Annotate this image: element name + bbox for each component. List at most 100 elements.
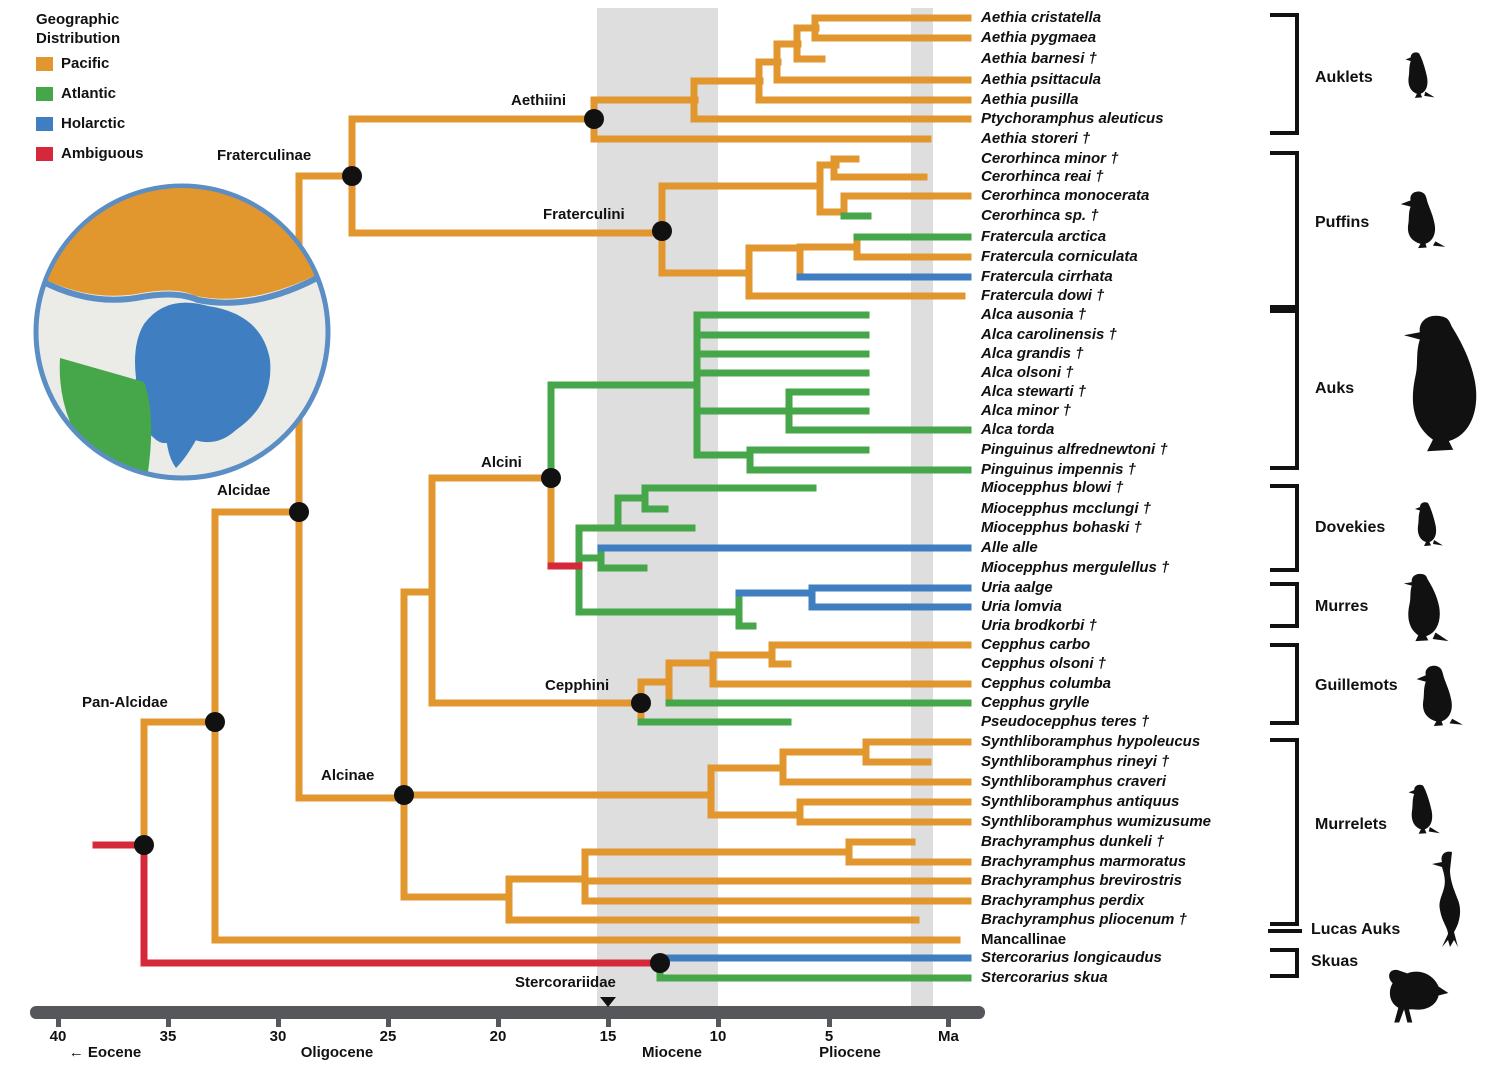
axis-tick-label-25: 25 xyxy=(379,1028,397,1045)
atlantic-swatch-icon xyxy=(36,86,53,101)
axis-tick-label-15: 15 xyxy=(599,1028,617,1045)
legend-title-line2: Distribution xyxy=(36,30,121,47)
species-label: Fratercula arctica xyxy=(981,228,1107,245)
species-label: Uria aalge xyxy=(981,579,1053,596)
species-label: Stercorarius longicaudus xyxy=(981,949,1162,966)
group-brackets xyxy=(1268,13,1302,978)
species-label: Synthliboramphus wumizusume xyxy=(981,813,1212,830)
legend-title-line1: Geographic xyxy=(36,11,120,28)
clade-label-cepphini: Cepphini xyxy=(545,677,610,694)
murrelet-silhouette-icon xyxy=(1408,784,1440,834)
node-alcidae xyxy=(289,502,309,522)
time-axis xyxy=(30,997,985,1027)
legend-item-atlantic: Atlantic xyxy=(36,85,144,102)
species-label: Ptychoramphus aleuticus xyxy=(981,110,1164,127)
globe-arctic-region xyxy=(134,302,271,444)
species-label: Alca carolinensis † xyxy=(981,326,1117,343)
legend-item-label: Ambiguous xyxy=(61,145,144,162)
axis-tick-label-5: 5 xyxy=(824,1028,834,1045)
group-label-dovekies: Dovekies xyxy=(1315,519,1386,536)
axis-marker-triangle xyxy=(600,997,616,1007)
species-label: Uria brodkorbi † xyxy=(981,617,1097,634)
species-label: Alca grandis † xyxy=(981,345,1084,362)
legend-item-label: Atlantic xyxy=(61,85,117,102)
species-label: Brachyramphus pliocenum † xyxy=(981,911,1187,928)
group-label-puffins: Puffins xyxy=(1315,214,1370,231)
species-label: Fratercula cirrhata xyxy=(981,268,1113,285)
group-label-lucas-auks: Lucas Auks xyxy=(1311,921,1401,938)
ambiguous-swatch-icon xyxy=(36,146,53,161)
node-fraterculini xyxy=(652,221,672,241)
branches-atlantic xyxy=(547,212,972,982)
node-fraterculinae xyxy=(342,166,362,186)
species-label: Cepphus grylle xyxy=(981,694,1090,711)
axis-tick-label-30: 30 xyxy=(269,1028,287,1045)
axis-unit-label: Ma xyxy=(938,1028,959,1045)
species-label: Miocepphus mergulellus † xyxy=(981,559,1170,576)
node-alcinae xyxy=(394,785,414,805)
node-dots xyxy=(134,109,672,973)
clade-label-alcini: Alcini xyxy=(481,454,522,471)
legend-item-holarctic: Holarctic xyxy=(36,115,144,132)
node-pan-alcidae xyxy=(205,712,225,732)
node-stercorariidae xyxy=(650,953,670,973)
species-label: Miocepphus bohaski † xyxy=(981,519,1142,536)
axis-tick-label-35: 35 xyxy=(159,1028,177,1045)
species-label: Cepphus carbo xyxy=(981,636,1091,653)
species-label: Brachyramphus perdix xyxy=(981,892,1145,909)
murre-silhouette-icon xyxy=(1403,573,1449,642)
skua-silhouette-icon xyxy=(1389,969,1449,1023)
legend-item-ambiguous: Ambiguous xyxy=(36,145,144,162)
branches-ambiguous xyxy=(92,562,664,967)
epoch-label-pliocene: Pliocene xyxy=(819,1044,881,1061)
axis-tick-label-10: 10 xyxy=(709,1028,727,1045)
species-label: Cepphus columba xyxy=(981,675,1112,692)
globe-pacific-region xyxy=(38,188,326,299)
guillemot-silhouette-icon xyxy=(1416,665,1463,727)
clade-label-pan-alcidae: Pan-Alcidae xyxy=(82,694,168,711)
auklet-silhouette-icon xyxy=(1405,52,1435,98)
species-label: Aethia cristatella xyxy=(981,9,1102,26)
epoch-label-eocene: ← Eocene xyxy=(68,1044,142,1061)
species-label: Cerorhinca monocerata xyxy=(981,187,1150,204)
polar-globe-map xyxy=(33,183,331,481)
species-label: Aethia psittacula xyxy=(981,71,1102,88)
species-label: Cerorhinca minor † xyxy=(981,150,1119,167)
species-label: Brachyramphus dunkeli † xyxy=(981,833,1165,850)
group-label-auks: Auks xyxy=(1315,380,1355,397)
globe-atlantic-channel xyxy=(165,416,196,468)
species-label: Pinguinus impennis † xyxy=(981,461,1137,478)
epoch-label-miocene: Miocene xyxy=(641,1044,703,1061)
species-label: Alca torda xyxy=(981,421,1055,438)
legend-item-label: Pacific xyxy=(61,55,110,72)
species-label: Fratercula corniculata xyxy=(981,248,1138,265)
species-label: Miocepphus mcclungi † xyxy=(981,500,1152,517)
lucas-auk-silhouette-icon xyxy=(1432,851,1461,947)
group-label-auklets: Auklets xyxy=(1315,69,1373,86)
species-label: Brachyramphus marmoratus xyxy=(981,853,1187,870)
species-label: Alca stewarti † xyxy=(981,383,1087,400)
species-label: Cepphus olsoni † xyxy=(981,655,1107,672)
pacific-swatch-icon xyxy=(36,56,53,71)
species-label: Fratercula dowi † xyxy=(981,287,1105,304)
species-label: Synthliboramphus craveri xyxy=(981,773,1167,790)
species-label: Cerorhinca sp. † xyxy=(981,207,1099,224)
species-label: Aethia pusilla xyxy=(981,91,1079,108)
species-label: Cerorhinca reai † xyxy=(981,168,1104,185)
clade-label-fraterculini: Fraterculini xyxy=(543,206,625,223)
group-label-skuas: Skuas xyxy=(1311,953,1359,970)
epoch-label-oligocene: Oligocene xyxy=(300,1044,374,1061)
species-label: Alca minor † xyxy=(981,402,1072,419)
axis-tick-label-40: 40 xyxy=(49,1028,67,1045)
globe-green-region xyxy=(59,358,152,472)
puffin-silhouette-icon xyxy=(1400,191,1446,249)
clade-label-aethiini: Aethiini xyxy=(511,92,566,109)
holarctic-swatch-icon xyxy=(36,116,53,131)
species-label: Aethia barnesi † xyxy=(981,50,1097,67)
species-label: Mancallinae xyxy=(981,931,1067,948)
globe-coast xyxy=(38,269,326,306)
group-label-murres: Murres xyxy=(1315,598,1369,615)
